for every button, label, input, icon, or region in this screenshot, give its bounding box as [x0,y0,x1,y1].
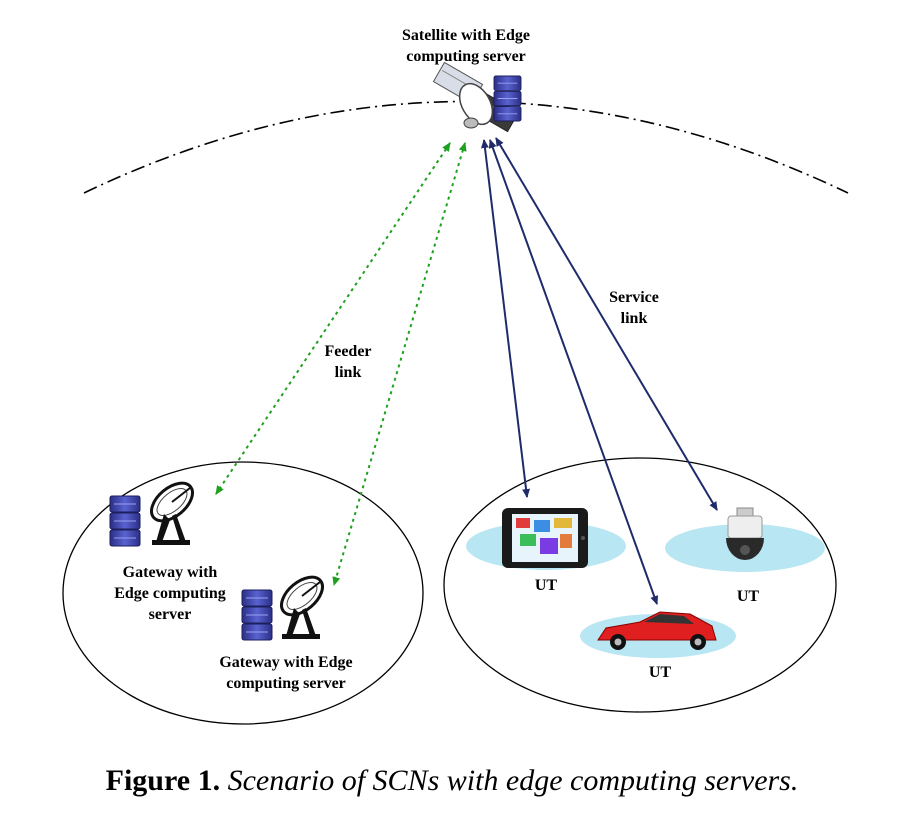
satellite-dish-icon [143,474,201,547]
ut-label-car: UT [649,664,672,681]
satellite-label-line2: computing server [406,48,526,65]
feeder-link-1 [215,142,451,495]
service-link-label-line1: Service [609,289,659,306]
figure-number: Figure 1. [105,764,221,797]
scenario-diagram: Satellite with Edge computing server Fee… [62,27,849,725]
satellite-label-line1: Satellite with Edge [402,27,530,44]
feeder-link-label-line1: Feeder [324,343,371,360]
user-terminal-region [443,457,837,713]
gateway-1-label-line2: Edge computing [114,585,226,602]
feeder-link-label-line2: link [335,364,362,381]
server-rack-icon [109,495,141,547]
camera-icon [726,507,764,560]
satellite-dish-icon [273,568,331,641]
ut-label-tablet: UT [535,577,558,594]
figure-caption-text: Scenario of SCNs with edge computing ser… [227,764,799,797]
server-rack-icon [241,589,273,641]
ut-label-camera: UT [737,588,760,605]
satellite-icon [432,61,522,133]
service-link-tablet [480,139,531,498]
tablet-icon [502,508,588,568]
gateway-2 [241,568,331,641]
figure-caption: Figure 1. Scenario of SCNs with edge com… [0,764,904,798]
gateway-1-label-line3: server [149,606,192,623]
gateway-1 [109,474,201,547]
gateway-1-label-line1: Gateway with [123,564,218,581]
service-link-label-line2: link [621,310,648,327]
gateway-2-label-line2: computing server [226,675,346,692]
gateway-2-label-line1: Gateway with Edge [219,654,352,671]
car-icon [597,611,717,650]
service-link-camera [495,137,718,511]
